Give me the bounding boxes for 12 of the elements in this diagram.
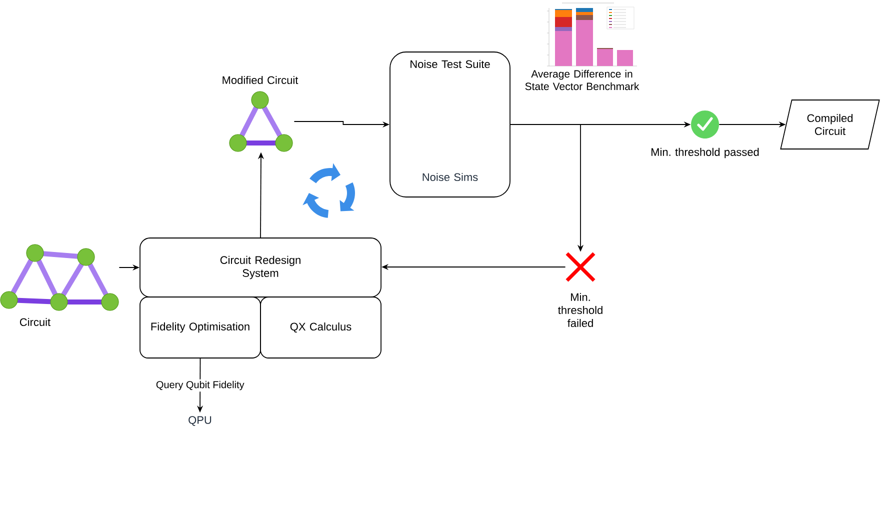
node-label: Modified Circuit — [222, 76, 298, 84]
chart-caption: Average Difference in State Vector Benchmark — [525, 70, 640, 90]
rounded-box: QX Calculus — [260, 296, 382, 358]
rounded-box: Circuit Redesign System — [140, 238, 382, 298]
parallelogram: Compiled Circuit — [780, 100, 880, 150]
rounded-box: Fidelity Optimisation — [140, 296, 261, 358]
node-label: Min. threshold failed — [558, 292, 602, 328]
node-label: Min. threshold passed — [652, 148, 759, 158]
edge-label: Query Qubit Fidelity — [154, 379, 246, 392]
rounded-box: Noise Test Suite Noise Sims — [390, 52, 510, 198]
node-label: Circuit — [20, 318, 50, 326]
node-label: QPU — [188, 416, 212, 426]
